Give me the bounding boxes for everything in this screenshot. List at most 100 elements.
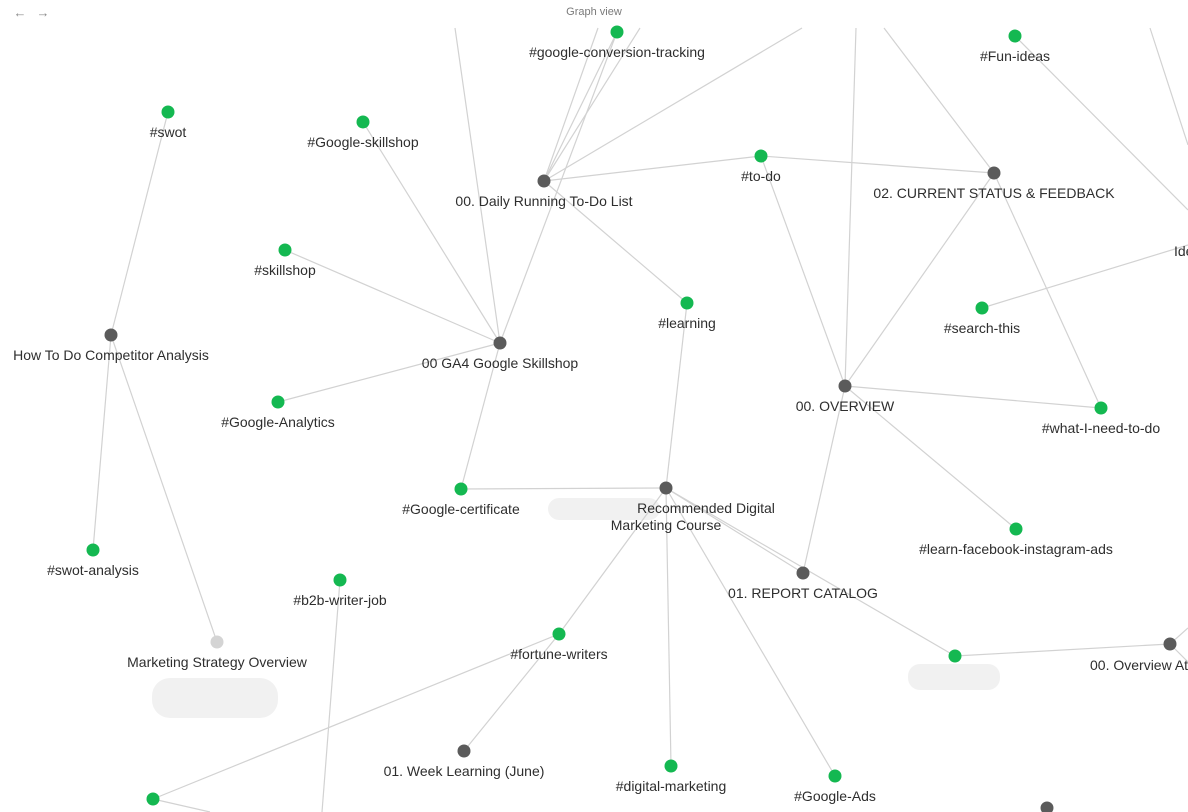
graph-node-week-learning[interactable] (457, 744, 471, 758)
graph-edge (543, 27, 641, 182)
graph-nodes (86, 25, 1177, 812)
graph-node-label[interactable]: #fortune-writers (510, 646, 607, 662)
graph-edge (665, 487, 836, 777)
graph-node-skillshop[interactable] (278, 243, 292, 257)
graph-node-learn-fb-ig-ads[interactable] (1009, 522, 1023, 536)
graph-node-label[interactable]: #what-I-need-to-do (1042, 420, 1161, 436)
graph-node-label[interactable]: 02. CURRENT STATUS & FEEDBACK (873, 185, 1115, 201)
graph-node-google-analytics[interactable] (271, 395, 285, 409)
graph-edge (844, 385, 1102, 409)
graph-node-label[interactable]: 00. OVERVIEW (796, 398, 895, 414)
graph-edge (92, 334, 112, 551)
graph-edge (543, 31, 618, 182)
graph-node-swot-analysis[interactable] (86, 543, 100, 557)
graph-node-bottom-right-note[interactable] (1040, 801, 1054, 812)
graph-edge (1014, 35, 1188, 211)
arrow-left-icon[interactable]: ← (13, 5, 27, 20)
graph-node-to-do[interactable] (754, 149, 768, 163)
graph-node-label[interactable]: #Fun-ideas (980, 48, 1050, 64)
graph-edge (802, 385, 846, 574)
graph-node-ga4-skillshop[interactable] (493, 336, 507, 350)
graph-node-competitor-analysis[interactable] (104, 328, 118, 342)
graph-edge (362, 121, 501, 344)
arrow-right-icon[interactable]: → (36, 5, 50, 20)
graph-node-label[interactable]: #swot-analysis (47, 562, 139, 578)
graph-node-label[interactable]: #learning (658, 315, 716, 331)
graph-edge (844, 385, 1017, 530)
graph-edge (844, 27, 857, 387)
graph-edge (665, 487, 956, 657)
graph-node-google-certificate[interactable] (454, 482, 468, 496)
graph-node-label[interactable]: 00 GA4 Google Skillshop (422, 355, 579, 371)
graph-node-label[interactable]: #skillshop (254, 262, 316, 278)
graph-node-label[interactable]: #b2b-writer-job (293, 592, 387, 608)
graph-node-fun-ideas[interactable] (1008, 29, 1022, 43)
graph-edge (152, 633, 560, 800)
graph-node-report-catalog[interactable] (796, 566, 810, 580)
label-ghost (152, 678, 278, 718)
graph-node-unlabeled-tag[interactable] (948, 649, 962, 663)
graph-edge (665, 487, 672, 767)
graph-view-toolbar: ← → Graph view (0, 0, 1188, 26)
view-title: Graph view (566, 6, 622, 18)
graph-node-marketing-strategy[interactable] (210, 635, 224, 649)
graph-node-label[interactable]: #digital-marketing (616, 778, 727, 794)
graph-edge (665, 487, 804, 574)
graph-node-learning[interactable] (680, 296, 694, 310)
graph-node-fortune-writers[interactable] (552, 627, 566, 641)
graph-edge (883, 27, 995, 174)
graph-node-label[interactable]: #search-this (944, 320, 1020, 336)
graph-node-label[interactable]: Ide (1174, 243, 1188, 259)
graph-node-daily-todo[interactable] (537, 174, 551, 188)
graph-edge (152, 798, 211, 812)
graph-node-label[interactable]: Marketing Strategy Overview (127, 654, 308, 670)
graph-edge (277, 342, 501, 403)
graph-edge (543, 180, 688, 304)
graph-edge (460, 487, 667, 490)
graph-node-b2b-writer-job[interactable] (333, 573, 347, 587)
graph-edge (321, 579, 341, 812)
graph-edge (460, 342, 501, 490)
graph-node-label[interactable]: #to-do (741, 168, 781, 184)
graph-node-label[interactable]: How To Do Competitor Analysis (13, 347, 209, 363)
graph-edge (284, 249, 501, 344)
graph-edge (1149, 27, 1188, 146)
graph-edge (543, 27, 803, 182)
graph-node-label[interactable]: #Google-Ads (794, 788, 876, 804)
graph-edge (558, 487, 667, 635)
graph-edge (760, 155, 846, 387)
graph-node-bottom-left-tag[interactable] (146, 792, 160, 806)
graph-node-what-i-need[interactable] (1094, 401, 1108, 415)
graph-edge (844, 172, 995, 387)
graph-node-overview-at[interactable] (1163, 637, 1177, 651)
label-ghost (908, 664, 1000, 690)
graph-edge (454, 27, 501, 344)
graph-node-label[interactable]: 00. Overview At (1090, 657, 1188, 673)
graph-node-label[interactable]: 01. Week Learning (June) (384, 763, 545, 779)
graph-node-current-status[interactable] (987, 166, 1001, 180)
graph-edge (760, 155, 995, 174)
graph-edge (499, 31, 618, 344)
graph-node-label[interactable]: #Google-certificate (402, 501, 520, 517)
graph-node-google-conversion-tracking[interactable] (610, 25, 624, 39)
graph-node-search-this[interactable] (975, 301, 989, 315)
graph-node-label[interactable]: #Google-Analytics (221, 414, 335, 430)
graph-node-label[interactable]: 01. REPORT CATALOG (728, 585, 878, 601)
label-ghost (548, 498, 660, 520)
graph-node-label[interactable]: #google-conversion-tracking (529, 44, 705, 60)
graph-labels: #swot #Google-skillshop #google-conversion… (13, 44, 1188, 804)
graph-node-digital-marketing[interactable] (664, 759, 678, 773)
graph-node-label[interactable]: #Google-skillshop (307, 134, 418, 150)
graph-node-swot[interactable] (161, 105, 175, 119)
graph-edge (463, 633, 560, 752)
graph-node-google-ads[interactable] (828, 769, 842, 783)
graph-edge (981, 244, 1188, 309)
graph-node-label[interactable]: #swot (150, 124, 187, 140)
graph-node-google-skillshop[interactable] (356, 115, 370, 129)
graph-node-label[interactable]: 00. Daily Running To-Do List (455, 193, 632, 209)
graph-node-recommended-course[interactable] (659, 481, 673, 495)
graph-node-label[interactable]: #learn-facebook-instagram-ads (919, 541, 1113, 557)
graph-node-overview[interactable] (838, 379, 852, 393)
